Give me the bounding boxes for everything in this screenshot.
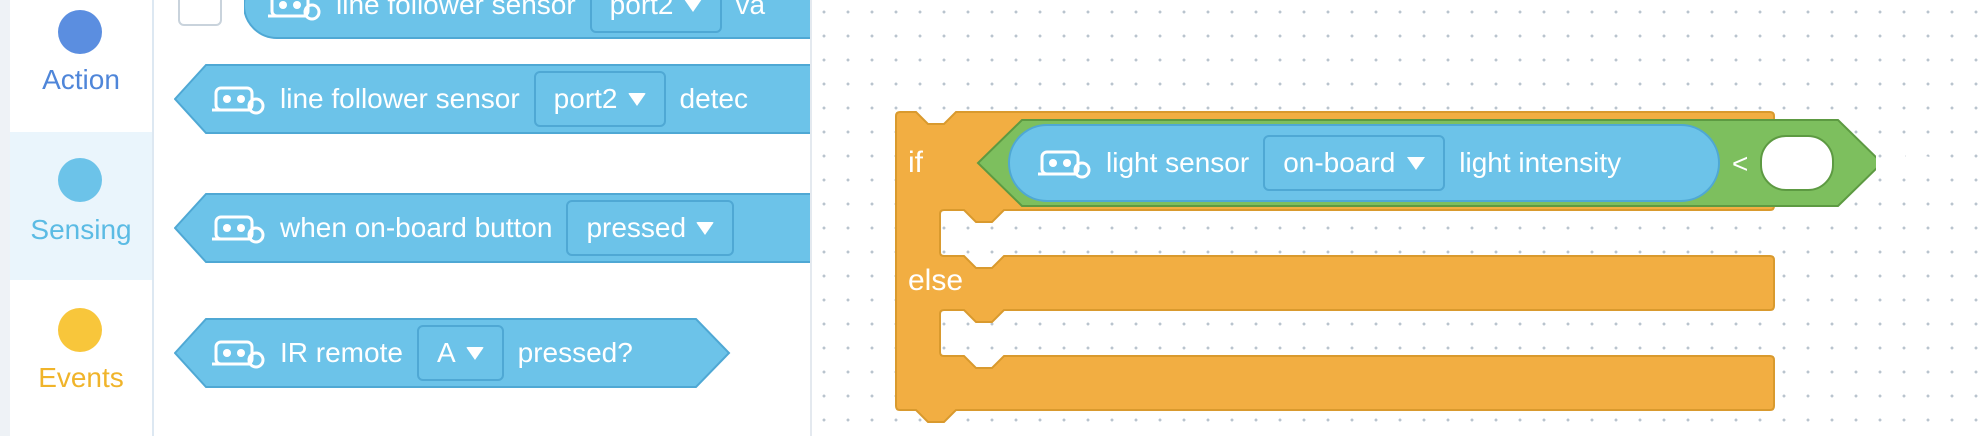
dropdown-arrow-icon [627, 92, 646, 106]
dropdown-value: port2 [553, 83, 618, 114]
sensor-source-dropdown[interactable]: on-board [1263, 135, 1446, 191]
port-dropdown[interactable]: port2 [589, 0, 722, 33]
palette-block-line-detect[interactable]: line follower sensor port2 detec [174, 64, 810, 134]
category-label: Events [38, 362, 124, 393]
block-text: detec [679, 83, 749, 114]
then-label: then [1892, 146, 1951, 179]
action-color-dot [58, 10, 102, 54]
block-text: line follower sensor [336, 0, 576, 20]
robot-icon [268, 0, 321, 21]
palette-block-onboard-button[interactable]: when on-board button pressed [174, 193, 810, 263]
robot-icon [1038, 150, 1091, 179]
category-label: Sensing [30, 214, 132, 245]
comparison-value-input[interactable] [1760, 135, 1834, 191]
sidebar-edge [0, 0, 10, 436]
category-sidebar: Action Sensing Events [0, 0, 154, 436]
palette-block-line-value[interactable]: line follower sensor port2 va [244, 0, 810, 40]
sensing-color-dot [58, 158, 102, 202]
dropdown-arrow-icon [696, 221, 715, 235]
dropdown-value: pressed [586, 212, 687, 243]
palette-block-ir-remote[interactable]: IR remote A pressed? [174, 318, 734, 388]
category-sensing[interactable]: Sensing [10, 132, 152, 280]
dropdown-value: on-board [1283, 147, 1396, 178]
light-sensor-content: light sensor on-board light intensity [1038, 134, 1621, 192]
block-text: IR remote [280, 337, 403, 368]
block-text: pressed? [517, 337, 633, 368]
category-action[interactable]: Action [10, 0, 152, 130]
block-text: light sensor [1106, 147, 1250, 178]
state-dropdown[interactable]: pressed [566, 200, 735, 256]
block-text: light intensity [1459, 147, 1622, 178]
else-label: else [908, 264, 964, 297]
block-monitor-checkbox[interactable] [178, 0, 222, 26]
dropdown-value: A [436, 337, 456, 368]
block-palette[interactable]: line follower sensor port2 va line follo… [154, 0, 812, 436]
operator-symbol: < [1732, 148, 1749, 179]
robot-icon [212, 340, 265, 369]
dropdown-arrow-icon [465, 346, 484, 360]
dropdown-value: port2 [609, 0, 674, 20]
events-color-dot [58, 308, 102, 352]
robot-icon [212, 215, 265, 244]
robot-icon [212, 86, 265, 115]
category-events[interactable]: Events [10, 280, 152, 430]
category-label: Action [42, 64, 120, 95]
if-label: if [908, 146, 923, 179]
port-dropdown[interactable]: port2 [533, 71, 666, 127]
dropdown-arrow-icon [1407, 156, 1426, 170]
block-text: when on-board button [280, 212, 553, 243]
block-text: va [735, 0, 766, 20]
dropdown-arrow-icon [683, 0, 702, 12]
script-workspace[interactable]: if else then light sensor on-board light… [812, 0, 1988, 436]
block-text: line follower sensor [280, 83, 520, 114]
ir-key-dropdown[interactable]: A [416, 325, 504, 381]
